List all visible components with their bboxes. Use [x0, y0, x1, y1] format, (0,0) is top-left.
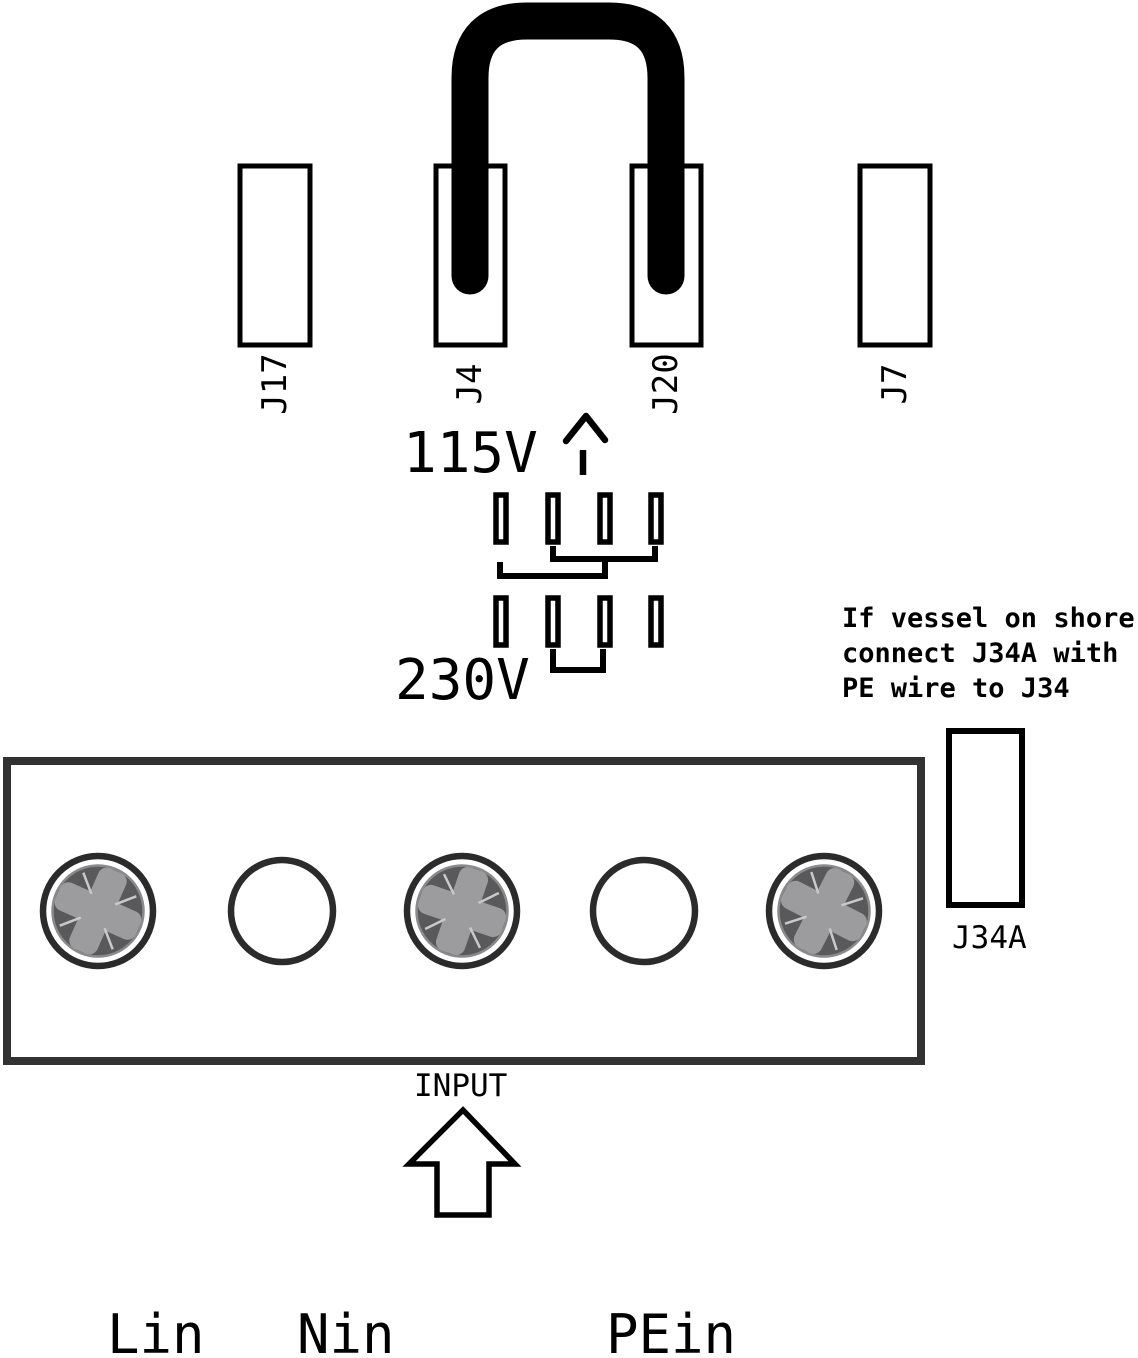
terminal-screw-pein: [765, 852, 883, 970]
terminal-label-lin: Lin: [107, 1303, 205, 1358]
connector-j17: [237, 163, 313, 348]
voltage-label-230v: 230V: [395, 648, 530, 713]
shore-note-line-1: If vessel on shore: [842, 603, 1135, 634]
jumper-pin: [493, 492, 509, 545]
pin-row-230v: [493, 595, 664, 673]
input-arrow-icon: [402, 1106, 522, 1218]
connector-j34a: [946, 728, 1025, 908]
shore-note-line-2: connect J34A with: [842, 638, 1119, 669]
jumper-pin: [545, 492, 561, 545]
terminal-hole: [589, 856, 699, 966]
connector-label-j20: J20: [646, 353, 686, 415]
connector-label-j17: J17: [255, 353, 295, 415]
pin-row-115v: [493, 492, 664, 579]
connector-label-j34a: J34A: [952, 920, 1027, 956]
terminal-screw-lin: [39, 852, 157, 970]
up-arrow-icon: [562, 412, 609, 475]
screw-cross-icon: [781, 868, 867, 954]
input-label: INPUT: [414, 1068, 508, 1104]
bridge-230v-pin2-pin3: [550, 649, 606, 673]
jumper-pin: [545, 595, 561, 648]
jumper-pin: [597, 595, 613, 648]
voltage-label-115v: 115V: [403, 421, 538, 486]
up-arrow-chevron: [562, 412, 609, 445]
connector-label-j7: J7: [875, 363, 915, 405]
screw-cross-icon: [54, 867, 142, 955]
jumper-wire: [451, 2, 685, 295]
screw-cross-icon: [417, 866, 507, 956]
jumper-pin: [597, 492, 613, 545]
terminal-label-pein: PEin: [606, 1303, 737, 1358]
jumper-pin: [648, 595, 664, 648]
shore-note-line-3: PE wire to J34: [842, 673, 1070, 704]
jumper-pin: [648, 492, 664, 545]
terminal-screw-nin: [403, 852, 521, 970]
terminal-label-nin: Nin: [297, 1303, 395, 1358]
bridge-115v-pin1-pin3: [497, 559, 608, 579]
terminal-hole: [227, 856, 337, 966]
connector-j7: [857, 163, 933, 348]
jumper-pin: [493, 595, 509, 648]
bridge-115v-pin2-pin4: [550, 546, 658, 562]
